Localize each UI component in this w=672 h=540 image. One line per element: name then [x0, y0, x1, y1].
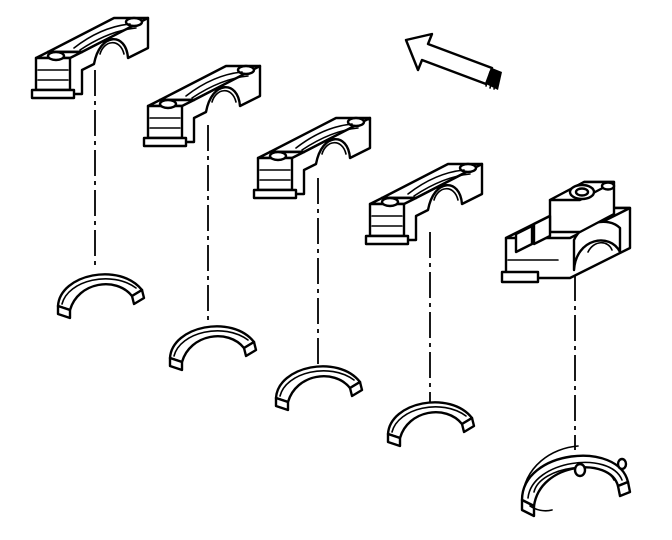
front-direction-arrow-icon: [404, 32, 504, 92]
main-bearing-cap-icon: [142, 64, 262, 148]
main-bearing-cap-icon: [364, 162, 484, 246]
bearing-shell-icon: [168, 325, 258, 372]
bearing-shell-icon: [274, 365, 364, 412]
bearing-shell-icon: [56, 273, 146, 320]
assembly-centerlines: [94, 70, 576, 450]
rear-main-bearing-cap-icon: [500, 180, 632, 284]
main-bearing-cap-icon: [30, 16, 150, 100]
bearing-shell-icon: [386, 401, 476, 448]
thrust-bearing-shell-icon: [520, 444, 632, 518]
main-bearing-cap-icon: [252, 116, 372, 200]
